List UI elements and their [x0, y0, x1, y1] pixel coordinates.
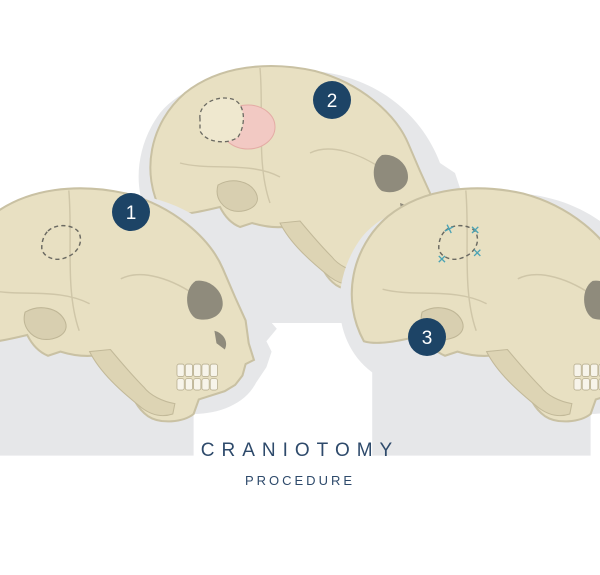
step-badge-2: 2: [313, 81, 351, 119]
step-badge-3: 3: [408, 318, 446, 356]
step-number-1: 1: [126, 203, 137, 224]
skull-step-3: [339, 187, 600, 456]
step-number-3: 3: [422, 328, 433, 349]
diagram-title: CRANIOTOMY: [200, 440, 400, 461]
skull-step-1: [0, 187, 277, 456]
removed-bone-flap: [199, 97, 244, 143]
skull-step-2: [138, 65, 461, 324]
diagram-subtitle: PROCEDURE: [244, 473, 356, 488]
bone-flap-outline-1: [41, 225, 82, 261]
bone-flap-sutured: [438, 225, 479, 261]
step-badge-1: 1: [112, 193, 150, 231]
step-number-2: 2: [327, 91, 338, 112]
suture-marks: [438, 224, 481, 263]
